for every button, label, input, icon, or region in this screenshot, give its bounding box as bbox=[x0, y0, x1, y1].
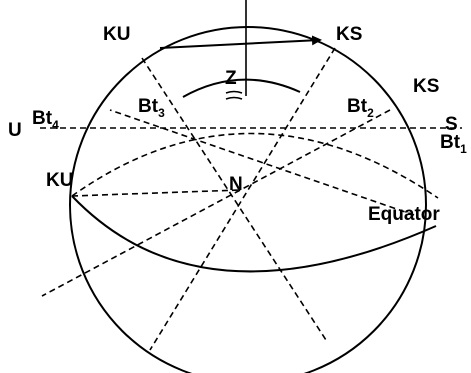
label-ks-top: KS bbox=[336, 24, 362, 45]
zenith-arc-mark-2 bbox=[225, 96, 243, 100]
sphere-outline bbox=[69, 26, 427, 373]
horizon-back-arc bbox=[71, 132, 439, 199]
label-bt4: Bt4 bbox=[32, 108, 59, 132]
diagonal-line-bt3 bbox=[141, 57, 327, 341]
label-ku-left: KU bbox=[46, 170, 73, 191]
diagonal-line-equator bbox=[109, 109, 415, 216]
label-bt1: Bt1 bbox=[440, 132, 467, 156]
diagonal-line-bt2 bbox=[41, 109, 391, 297]
label-n: N bbox=[229, 174, 243, 195]
label-equator: Equator bbox=[368, 204, 440, 225]
equator-curve bbox=[71, 195, 437, 273]
label-ku-top: KU bbox=[103, 24, 130, 45]
label-bt2: Bt2 bbox=[347, 96, 374, 120]
zenith-arc-mark bbox=[225, 90, 243, 94]
diagonal-line-ks-ku bbox=[149, 47, 336, 351]
zenith-arc bbox=[182, 78, 301, 98]
back-line bbox=[71, 189, 241, 197]
ku-to-ks-arrow bbox=[159, 35, 322, 49]
label-u: U bbox=[8, 120, 22, 141]
label-z: Z bbox=[225, 68, 237, 89]
label-bt3: Bt3 bbox=[138, 96, 165, 120]
label-ks-right: KS bbox=[413, 76, 439, 97]
label-s: S bbox=[445, 114, 458, 135]
